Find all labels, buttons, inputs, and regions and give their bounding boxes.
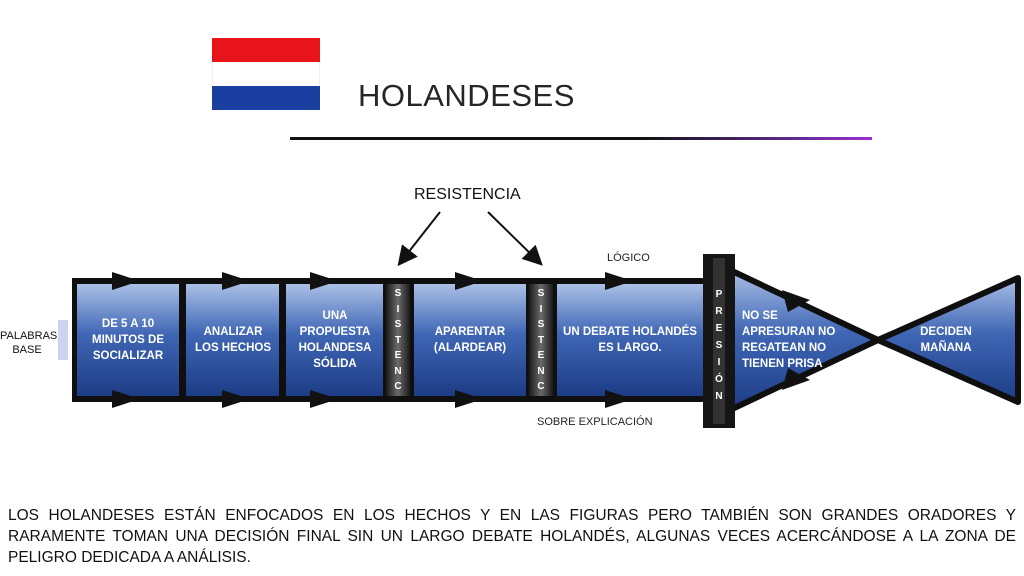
- block-7-label: DECIDEN MAÑANA: [920, 326, 972, 354]
- palabras-base-label: PALABRAS BASE: [0, 330, 58, 356]
- funnel-arrows: [782, 290, 810, 390]
- separator-2-shape: [529, 284, 553, 396]
- palabras-arrow: [58, 320, 68, 360]
- page-title: HOLANDESES: [358, 78, 575, 113]
- logico-label: LÓGICO: [607, 252, 650, 264]
- sobre-explicacion-label: SOBRE EXPLICACIÓN: [537, 416, 653, 428]
- block-5-shape: [557, 284, 703, 396]
- block-3-shape: [286, 284, 383, 396]
- block-1-shape: [77, 284, 179, 396]
- netherlands-flag: [212, 38, 320, 110]
- title-underline: [290, 137, 872, 140]
- block-1-label: DE 5 A 10 MINUTOS DE SOCIALIZAR: [92, 318, 164, 362]
- block-5-label: UN DEBATE HOLANDÉS ES LARGO.: [563, 326, 697, 354]
- funnel-right-shape: [875, 275, 1021, 405]
- flag-stripe-red: [212, 38, 320, 62]
- flow-arrows-bottom: [112, 390, 633, 408]
- resistance-arrow-right: [487, 211, 543, 266]
- summary-paragraph: LOS HOLANDESES ESTÁN ENFOCADOS EN LOS HE…: [8, 507, 1016, 566]
- resistance-label: RESISTENCIA: [414, 186, 521, 203]
- block-6-label: NO SE APRESURAN NO REGATEAN NO TIENEN PR…: [742, 310, 836, 370]
- resistance-arrow-left: [397, 211, 441, 267]
- block-4-shape: [414, 284, 526, 396]
- block-3-label: UNA PROPUESTA HOLANDESA SÓLIDA: [298, 310, 372, 370]
- flow-arrows-top: [112, 272, 633, 290]
- pressure-bar-highlight: [713, 258, 725, 424]
- block-2-shape: [186, 284, 279, 396]
- block-4-label: APARENTAR (ALARDEAR): [433, 326, 507, 354]
- flag-stripe-white: [212, 62, 320, 86]
- block-2-label: ANALIZAR LOS HECHOS: [194, 326, 272, 354]
- separator-1-shape: [386, 284, 410, 396]
- flag-stripe-blue: [212, 86, 320, 110]
